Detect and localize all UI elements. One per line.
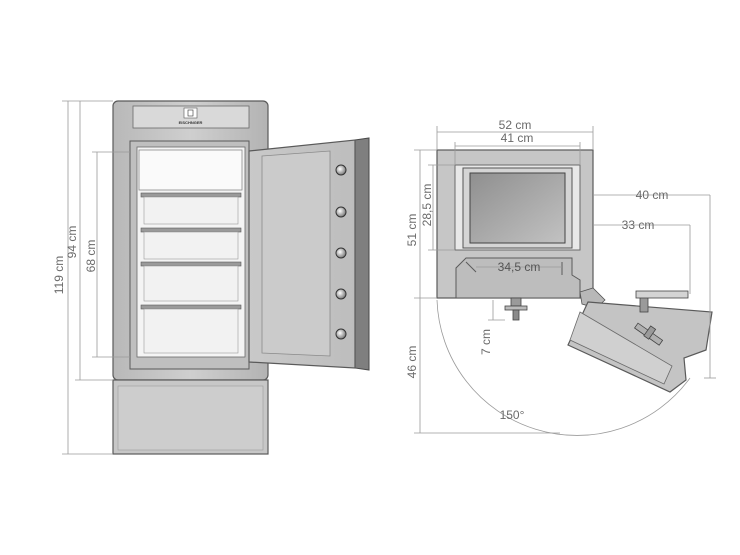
brand-logo: EISCHNGER <box>179 107 203 125</box>
dimension-handle-projection: 7 cm <box>479 300 505 355</box>
dim-opening-angle: 150° <box>500 408 525 422</box>
bolt <box>335 247 347 259</box>
door-swing-arc <box>436 299 691 436</box>
front-view: EISCHNGER <box>52 100 370 455</box>
bolt <box>335 164 347 176</box>
dim-door-clearance: 46 cm <box>405 346 419 379</box>
drawers <box>140 192 242 354</box>
dimension-interior-height: 68 cm <box>84 151 130 358</box>
top-screen <box>469 172 566 244</box>
dim-handle-projection: 7 cm <box>479 329 493 355</box>
drawer <box>140 304 242 354</box>
upper-compartment <box>138 149 243 191</box>
dimension-inner-depth: 28,5 cm <box>420 164 455 251</box>
bolt <box>335 288 347 300</box>
dimension-total-height: 119 cm <box>52 100 113 455</box>
drawer <box>140 192 242 225</box>
door-edge <box>354 137 370 371</box>
locking-bolts <box>335 164 347 340</box>
dimension-outer-depth: 51 cm <box>405 149 437 299</box>
dimension-opening-angle: 150° <box>500 408 525 422</box>
dim-door-swing-inner: 33 cm <box>622 218 655 232</box>
door-inner-panel <box>261 150 331 357</box>
dim-outer-depth: 51 cm <box>405 214 419 247</box>
dimension-shelf-width: 34,5 cm <box>476 260 562 274</box>
dim-interior-height: 68 cm <box>84 240 98 273</box>
brand-label: EISCHNGER <box>179 120 203 125</box>
drawer <box>140 227 242 260</box>
handle-knob <box>504 297 528 321</box>
dim-body-height: 94 cm <box>65 226 79 259</box>
drawer <box>140 261 242 302</box>
top-door-seat <box>455 257 581 299</box>
dim-inner-depth: 28,5 cm <box>420 184 434 227</box>
dim-door-swing-depth: 40 cm <box>636 188 669 202</box>
dim-total-height: 119 cm <box>52 256 66 294</box>
dimension-inner-width: 41 cm <box>454 131 581 165</box>
dimension-door-swing-depth: 40 cm <box>593 188 716 379</box>
open-door <box>248 137 370 371</box>
dimension-outer-width: 52 cm <box>436 118 594 150</box>
bolt <box>335 328 347 340</box>
bolt <box>335 206 347 218</box>
dim-outer-width: 52 cm <box>499 118 532 132</box>
top-view: 52 cm 41 cm 51 cm 28,5 cm 40 cm <box>405 118 716 436</box>
dimension-door-swing-inner: 33 cm <box>593 218 691 294</box>
dimension-body-height: 94 cm <box>65 101 113 381</box>
dim-shelf-width: 34,5 cm <box>498 260 541 274</box>
top-open-door <box>567 290 713 393</box>
dimension-door-clearance: 46 cm <box>405 298 560 434</box>
dim-inner-width: 41 cm <box>501 131 534 145</box>
